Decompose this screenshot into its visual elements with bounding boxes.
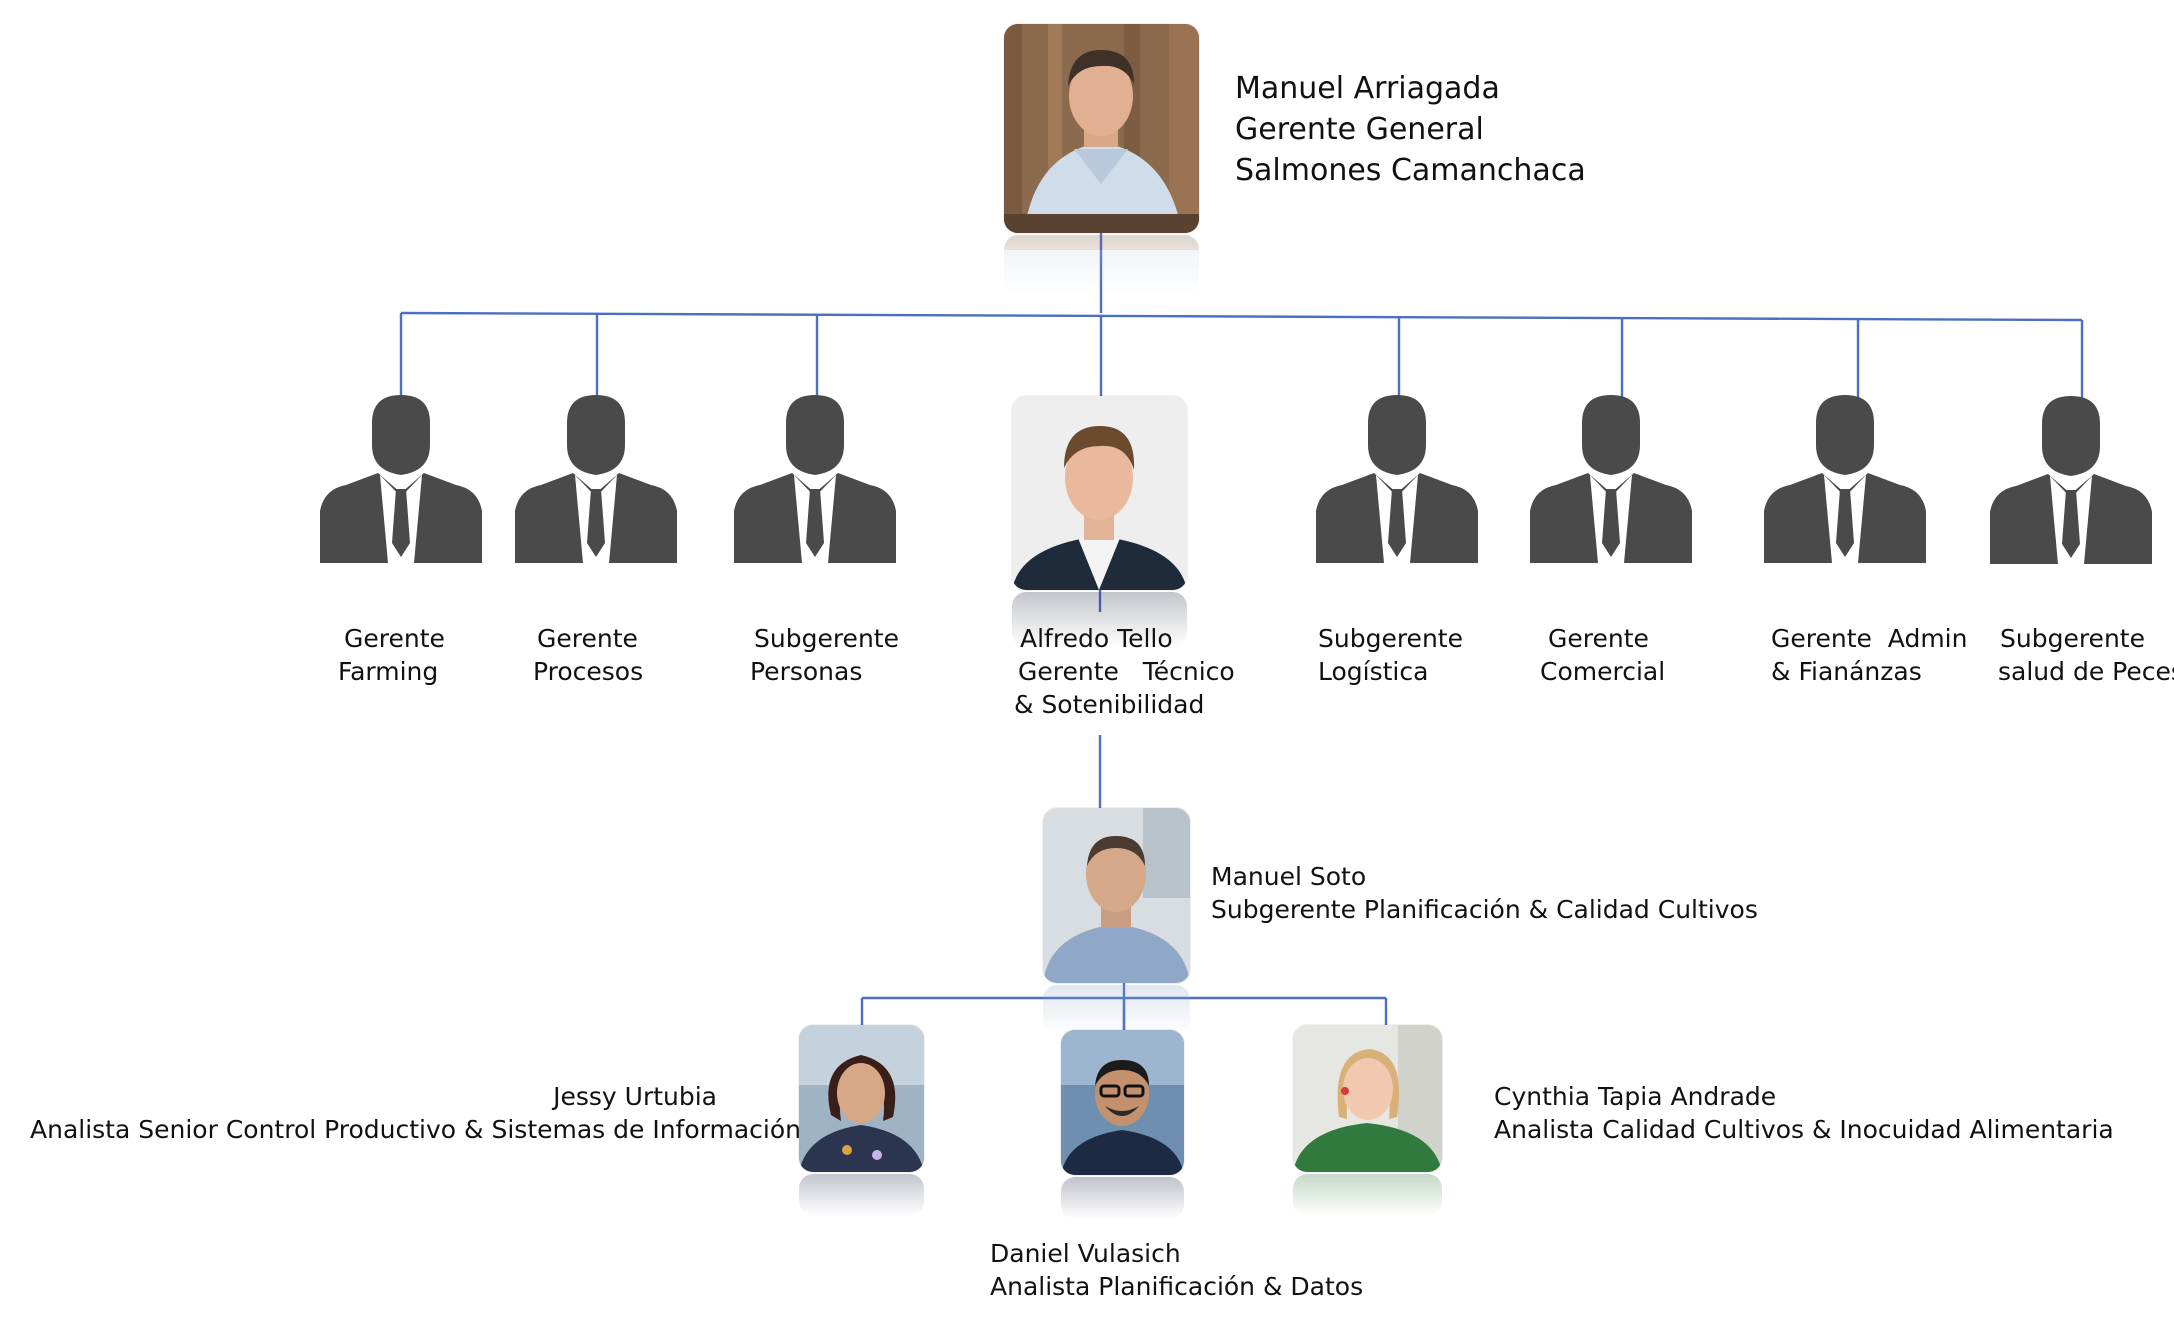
- photo-manuel-arriagada: [1004, 24, 1199, 233]
- label-subgerente-logistica: Subgerente Logística: [1318, 622, 1468, 688]
- photo-cynthia-tapia: [1293, 1025, 1442, 1172]
- manager-area: & Sotenibilidad: [1014, 690, 1205, 719]
- label-alfredo-tello: Alfredo Tello Gerente Técnico & Sotenibi…: [1014, 622, 1244, 721]
- manager-title: Subgerente: [1318, 624, 1463, 653]
- top-company: Salmones Camanchaca: [1235, 153, 1586, 188]
- label-jessy-urtubia: Jessy Urtubia Analista Senior Control Pr…: [30, 1080, 801, 1146]
- manager-area: & Fianánzas: [1771, 657, 1922, 686]
- manager-title: Subgerente: [754, 624, 899, 653]
- reflection-manuel-arriagada: [1004, 235, 1199, 295]
- team-role: Analista Planificación & Datos: [990, 1272, 1364, 1301]
- label-top-manager: Manuel Arriagada Gerente General Salmone…: [1235, 68, 1586, 191]
- manager-title: Gerente: [344, 624, 445, 653]
- label-manuel-soto: Manuel Soto Subgerente Planificación & C…: [1211, 860, 1758, 926]
- team-name: Jessy Urtubia: [553, 1082, 717, 1111]
- reflection-jessy-urtubia: [799, 1174, 924, 1216]
- team-name: Cynthia Tapia Andrade: [1494, 1082, 1777, 1111]
- label-gerente-procesos: Gerente Procesos: [533, 622, 673, 688]
- manager-area: Logística: [1318, 657, 1429, 686]
- sub-role: Subgerente Planificación & Calidad Culti…: [1211, 895, 1758, 924]
- photo-alfredo-tello: [1012, 396, 1187, 590]
- person-silhouette-icon: [1530, 393, 1692, 563]
- manager-area: salud de Peces: [1998, 657, 2174, 686]
- person-silhouette-icon: [734, 393, 896, 563]
- top-name: Manuel Arriagada: [1235, 71, 1500, 106]
- top-role: Gerente General: [1235, 112, 1484, 147]
- label-daniel-vulasich: Daniel Vulasich Analista Planificación &…: [990, 1237, 1363, 1303]
- reflection-cynthia-tapia: [1293, 1174, 1442, 1216]
- label-gerente-admin: Gerente Admin & Fianánzas: [1771, 622, 1968, 688]
- team-name: Daniel Vulasich: [990, 1239, 1181, 1268]
- photo-daniel-vulasich: [1061, 1030, 1184, 1175]
- manager-title: Gerente Admin: [1771, 624, 1968, 653]
- reflection-manuel-soto: [1043, 985, 1190, 1035]
- label-gerente-farming: Gerente Farming: [338, 622, 464, 688]
- manager-title: Gerente: [1548, 624, 1649, 653]
- label-subgerente-personas: Subgerente Personas: [750, 622, 900, 688]
- label-cynthia-tapia: Cynthia Tapia Andrade Analista Calidad C…: [1494, 1080, 2114, 1146]
- sub-name: Manuel Soto: [1211, 862, 1367, 891]
- manager-title: Gerente: [537, 624, 638, 653]
- manager-area: Personas: [750, 657, 863, 686]
- manager-title: Subgerente: [2000, 624, 2145, 653]
- manager-area: Comercial: [1540, 657, 1666, 686]
- person-silhouette-icon: [320, 393, 482, 563]
- manager-title: Gerente Técnico: [1018, 657, 1235, 686]
- label-gerente-comercial: Gerente Comercial: [1540, 622, 1690, 688]
- manager-area: Procesos: [533, 657, 644, 686]
- photo-manuel-soto: [1043, 808, 1190, 983]
- manager-area: Farming: [338, 657, 439, 686]
- connector-level1-bar: [400, 311, 2083, 322]
- reflection-daniel-vulasich: [1061, 1177, 1184, 1219]
- label-subgerente-salud: Subgerente salud de Peces: [1998, 622, 2174, 688]
- photo-jessy-urtubia: [799, 1025, 924, 1172]
- manager-name: Alfredo Tello: [1020, 624, 1173, 653]
- person-silhouette-icon: [515, 393, 677, 563]
- person-silhouette-icon: [1764, 393, 1926, 563]
- team-role: Analista Senior Control Productivo & Sis…: [30, 1115, 801, 1144]
- person-silhouette-icon: [1316, 393, 1478, 563]
- team-role: Analista Calidad Cultivos & Inocuidad Al…: [1494, 1115, 2114, 1144]
- person-silhouette-icon: [1990, 393, 2152, 565]
- reflection-alfredo-tello: [1012, 592, 1187, 647]
